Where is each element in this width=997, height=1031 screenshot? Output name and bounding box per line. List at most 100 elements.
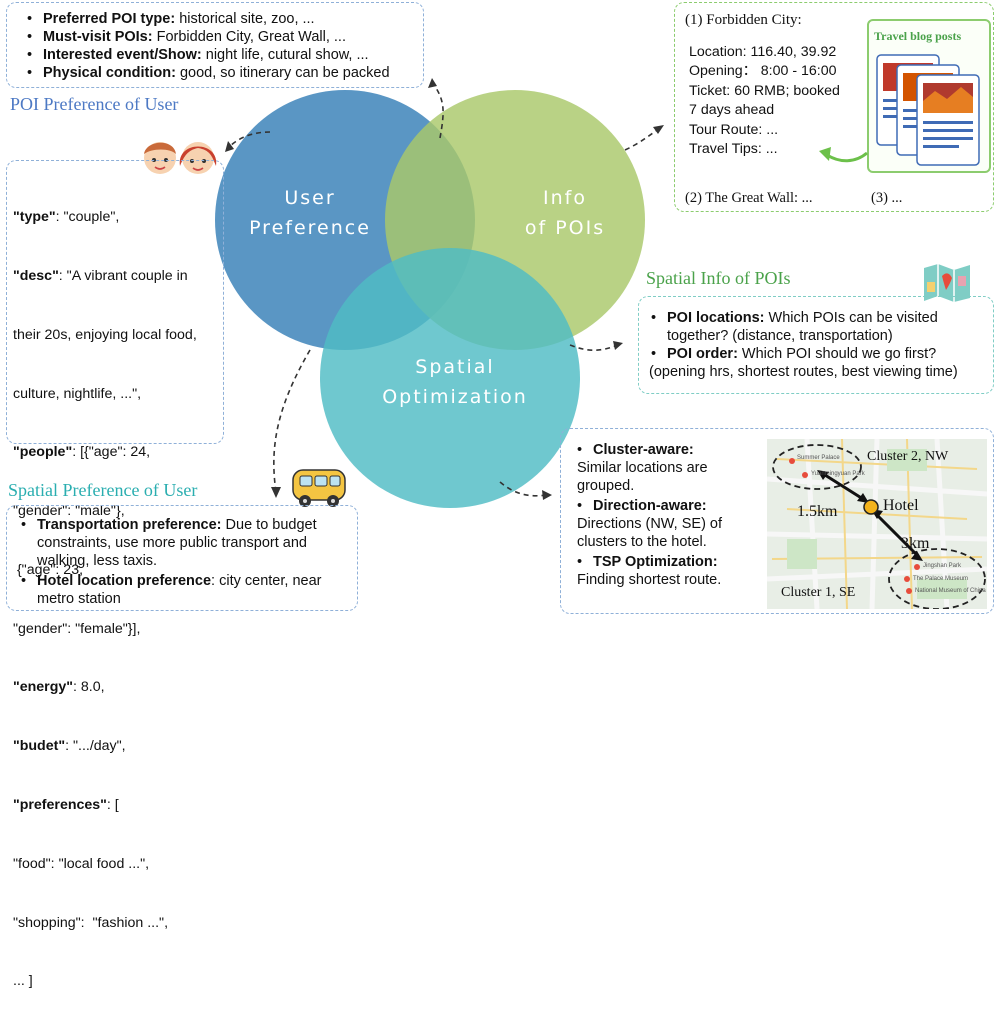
spatial-info-item: POI order: Which POI should we go first? (651, 345, 993, 363)
json-value: : [ (106, 797, 119, 813)
json-line: culture, nightlife, ...", (13, 385, 223, 405)
item-label: POI locations: (667, 310, 765, 326)
json-line: "energy": 8.0, (13, 678, 223, 698)
dashed-arrows (227, 81, 661, 497)
json-value: : "couple", (55, 209, 120, 226)
bus-icon (292, 469, 346, 507)
preference-item: Must-visit POIs: Forbidden City, Great W… (27, 28, 423, 46)
json-key: "desc" (13, 267, 59, 284)
poi-detail-line: Opening： 8:00 - 16:00 (689, 63, 837, 80)
poi-yuanmingyuan: Yuanmingyuan Park (811, 471, 865, 477)
item-label: Transportation preference: (37, 517, 222, 533)
json-line: "desc": "A vibrant couple in (13, 267, 223, 287)
green-arrow-icon (819, 147, 868, 163)
info-of-pois-label: Info of POIs (490, 183, 640, 243)
poi-detail-line: Location: 116.40, 39.92 (689, 44, 837, 60)
arrow-to-poi-info (624, 127, 661, 151)
distance-1-label: 1.5km (797, 503, 838, 520)
map-icon (924, 264, 970, 302)
json-value: : [{"age": 24, (72, 444, 151, 461)
arrowhead-top (428, 78, 437, 88)
item-text: Similar locations are grouped. (577, 460, 708, 494)
json-value: culture, nightlife, ...", (13, 385, 142, 402)
arrow-to-cluster-box (499, 481, 548, 497)
cluster-box: Cluster-aware: Similar locations are grou… (560, 428, 994, 614)
arrowhead-poi (653, 125, 664, 134)
spatial-pref-item: Hotel location preference: city center, … (21, 572, 351, 608)
item-text: : city center, near metro station (37, 573, 322, 607)
info-of-pois-line2: of POIs (524, 217, 606, 239)
spatial-info-box: POI locations: Which POIs can be visited… (638, 296, 994, 394)
json-key: "energy" (13, 679, 73, 696)
cluster-map: Cluster 2, NW Hotel 1.5km 3km Cluster 1,… (767, 439, 987, 609)
item-text: Forbidden City, Great Wall, ... (152, 29, 346, 45)
arrow-to-spatial-pref (273, 349, 311, 493)
map-background (767, 439, 987, 609)
json-line: "type": "couple", (13, 208, 223, 228)
json-line: ... ] (13, 972, 223, 992)
json-value: "gender": "female"}], (13, 620, 141, 637)
json-line: "budet": ".../day", (13, 737, 223, 757)
json-value: their 20s, enjoying local food, (13, 326, 197, 343)
item-label: Must-visit POIs: (43, 29, 153, 45)
spatial-pref-item: Transportation preference: Due to budget… (21, 516, 351, 570)
json-line: "gender": "female"}], (13, 620, 223, 640)
arrow-to-user-json (227, 131, 271, 149)
arrowhead-user (225, 141, 234, 152)
item-text: good, so itinerary can be packed (175, 65, 390, 81)
distance-2-label: 3km (901, 535, 930, 552)
json-value: ... ] (13, 973, 33, 990)
json-line: "preferences": [ (13, 796, 223, 816)
item-label: POI order: (667, 346, 738, 362)
json-key: "type" (13, 209, 56, 226)
user-preference-line1: User (284, 187, 336, 209)
couple-icon (144, 142, 217, 174)
preference-item: Preferred POI type: historical site, zoo… (27, 10, 423, 28)
json-value: "shopping": "fashion ...", (13, 914, 169, 931)
json-line: their 20s, enjoying local food, (13, 326, 223, 346)
json-value: : 8.0, (72, 679, 105, 696)
item-label: Interested event/Show: (43, 47, 202, 63)
arrowhead-spatial-pref (271, 487, 281, 498)
json-key: "people" (13, 444, 73, 461)
spatial-preference-heading: Spatial Preference of User (8, 480, 198, 500)
spatial-info-heading: Spatial Info of POIs (646, 268, 791, 288)
arrow-to-top-box (431, 81, 444, 139)
poi-detail-line: Ticket: 60 RMB; booked (689, 82, 840, 99)
json-line: "shopping": "fashion ...", (13, 914, 223, 934)
cluster-item: TSP Optimization:Finding shortest route. (577, 553, 757, 589)
item-label: Direction-aware: (593, 498, 707, 514)
spatial-optimization-circle (320, 248, 580, 508)
venn-diagram (215, 78, 664, 508)
json-line: "people": [{"age": 24, (13, 443, 223, 463)
spatial-info-continuation: (opening hrs, shortest routes, best view… (649, 364, 958, 380)
poi-palace-museum: The Palace Museum (913, 576, 969, 582)
item-text: Due to budget constraints, use more publ… (37, 517, 317, 569)
user-profile-box: "type": "couple", "desc": "A vibrant cou… (6, 160, 224, 989)
item-text: Which POIs can be visited (764, 310, 938, 326)
poi-info-footer-1: (2) The Great Wall: ... (685, 190, 813, 206)
spatial-info-item: POI locations: Which POIs can be visited… (651, 309, 993, 345)
poi-detail-line: Travel Tips: ... (689, 141, 778, 158)
json-line: "food": "local food ...", (13, 855, 223, 875)
item-text: Finding shortest route. (577, 572, 722, 588)
poi-detail-line: 7 days ahead (689, 102, 775, 119)
poi-summer-palace: Summer Palace (797, 455, 840, 461)
json-value: : ".../day", (65, 738, 126, 755)
cluster2-label: Cluster 2, NW (867, 449, 949, 464)
spatial-optimization-label: Spatial Optimization (355, 352, 555, 412)
user-preference-line2: Preference (249, 217, 371, 239)
poi-info-title: (1) Forbidden City: (685, 12, 802, 28)
spatial-optimization-line2: Optimization (382, 386, 528, 408)
item-label: Hotel location preference (37, 573, 212, 589)
item-text: Directions (NW, SE) of clusters to the h… (577, 516, 723, 550)
blog-documents-icon (876, 54, 980, 166)
poi-jingshan: Jingshan Park (923, 563, 962, 569)
arrowhead-cluster (542, 490, 552, 500)
item-label: Cluster-aware: (593, 442, 694, 458)
cluster-item: Direction-aware: Directions (NW, SE) of c… (577, 497, 757, 551)
poi-detail-line: Tour Route: ... (689, 121, 779, 138)
poi-info-details: Location: 116.40, 39.92 Opening： 8:00 - … (689, 43, 840, 159)
item-label: Physical condition: (43, 65, 176, 81)
preference-item: Interested event/Show: night life, cutur… (27, 46, 423, 64)
